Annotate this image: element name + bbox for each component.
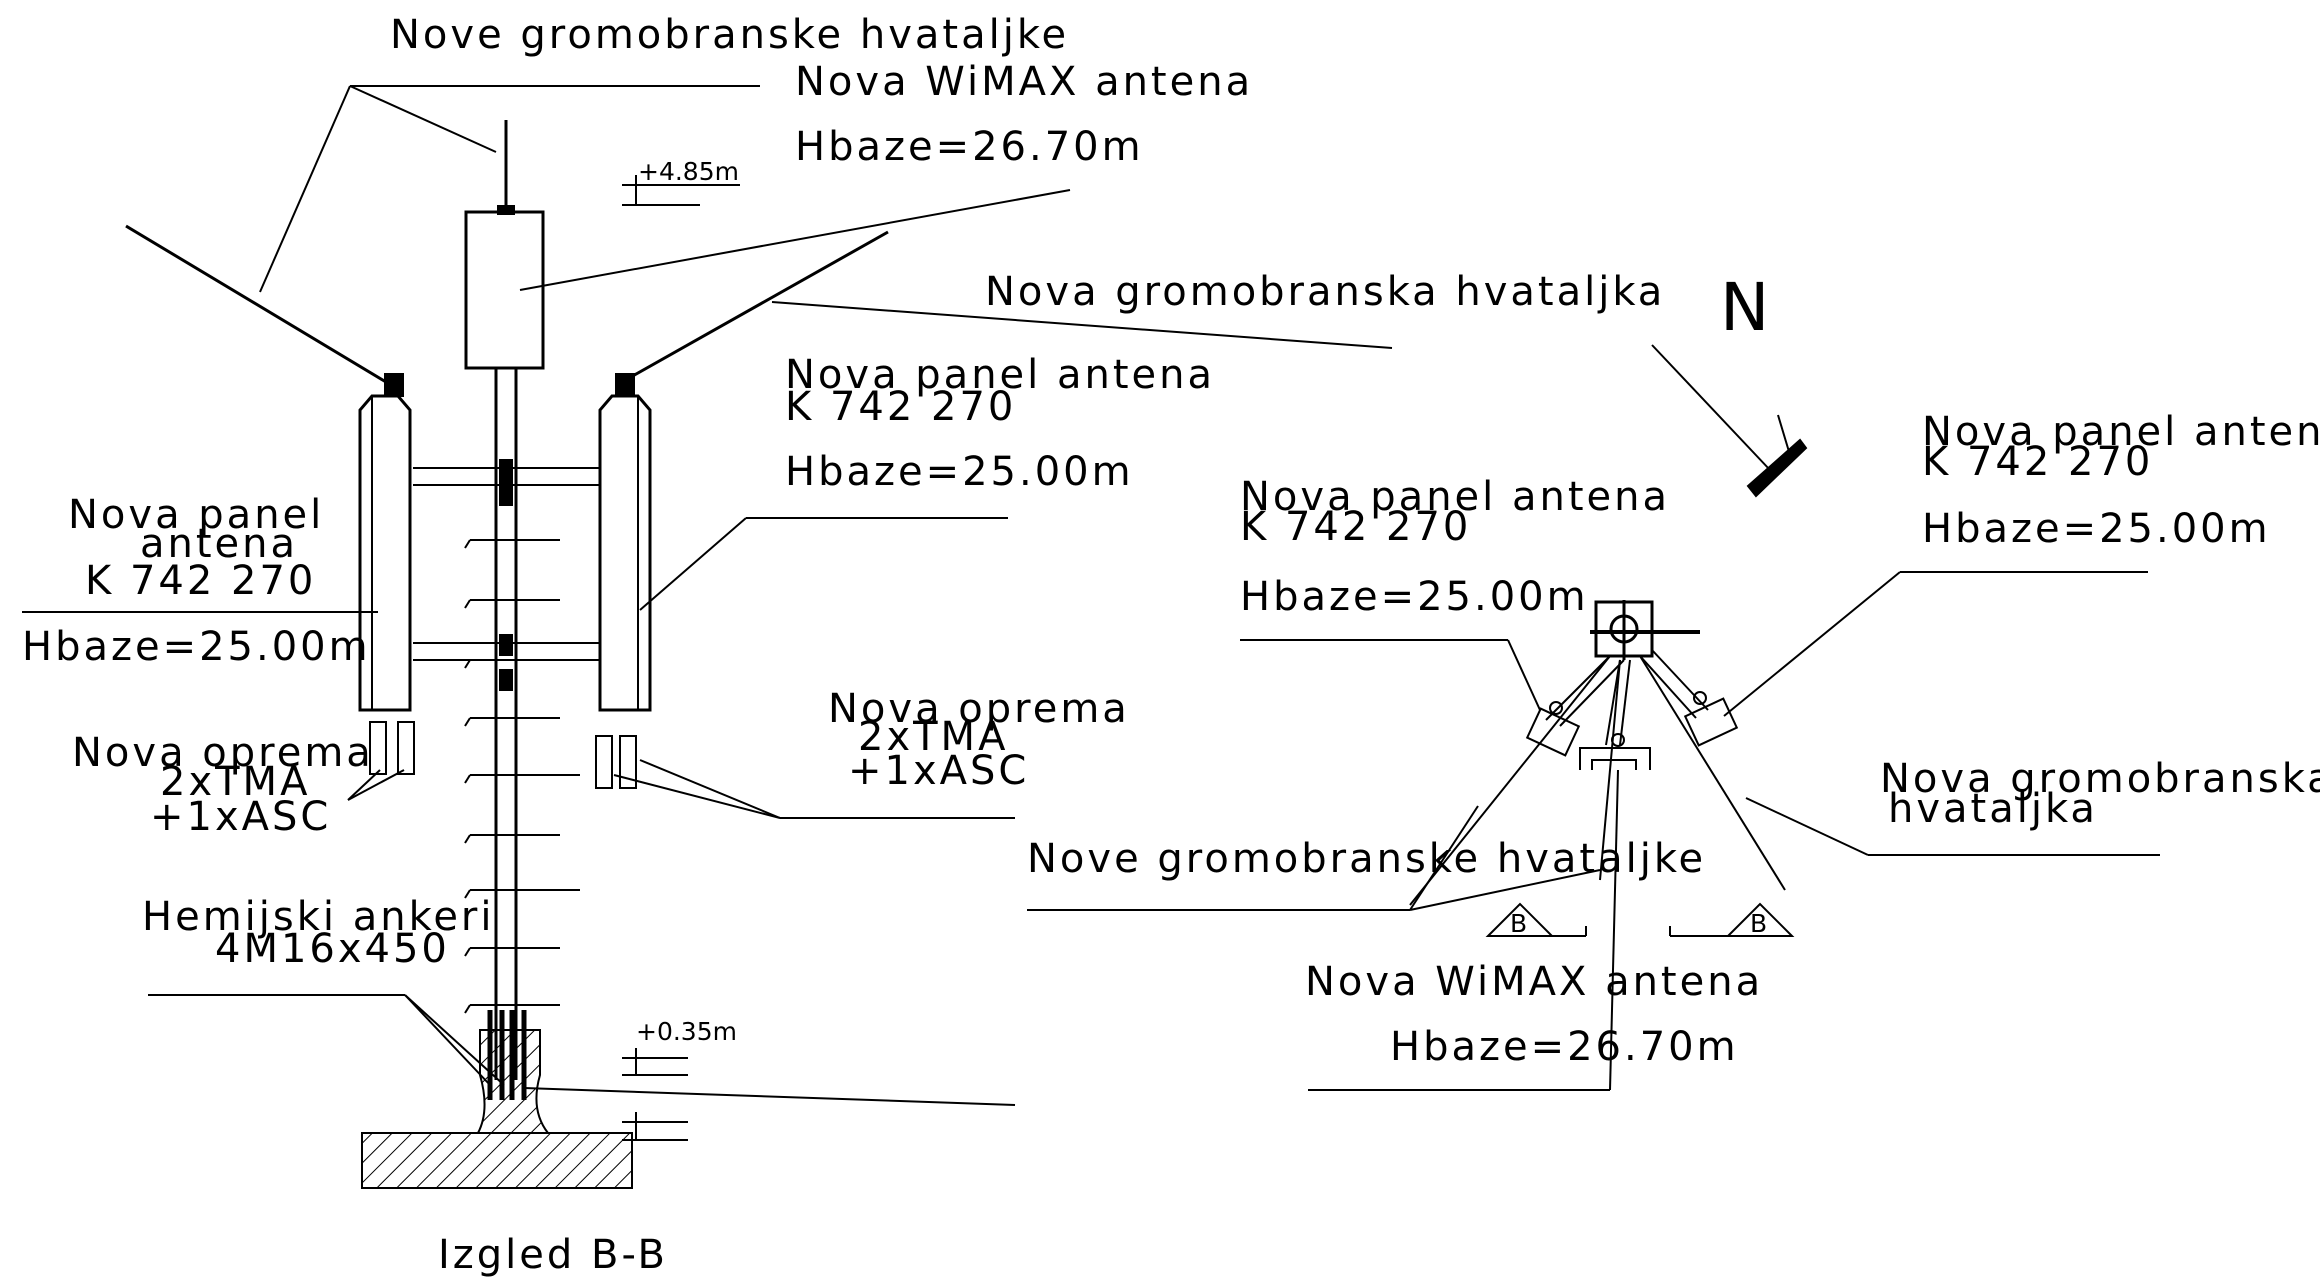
label-equip-left-3: +1xASC <box>150 794 331 840</box>
label-plan-wimax-height: Hbaze=26.70m <box>1390 1024 1739 1070</box>
north-arrow <box>1651 344 1808 498</box>
climbing-rungs <box>464 539 580 1014</box>
label-level-bottom: +0.35m <box>636 1017 737 1046</box>
label-plan-panel-a-name: Nova panel antena <box>1240 474 1670 520</box>
label-equip-right-1: Nova oprema <box>828 686 1130 732</box>
label-plan-panel-a-height: Hbaze=25.00m <box>1240 574 1589 620</box>
label-panel-left-code: K 742 270 <box>85 558 316 604</box>
label-plan-panel-b-name: Nova panel antena <box>1922 409 2320 455</box>
label-plan-panel-b-height: Hbaze=25.00m <box>1922 506 2271 552</box>
label-anchors-1: Hemijski ankeri <box>142 894 494 940</box>
label-panel-left-height: Hbaze=25.00m <box>22 624 371 670</box>
elevation-view <box>22 85 1393 1189</box>
label-wimax-antenna: Nova WiMAX antena <box>795 59 1253 105</box>
label-panel-right-name: Nova panel antena <box>785 352 1215 398</box>
right-lightning-rod <box>621 230 889 384</box>
right-panel-antenna <box>598 394 652 712</box>
label-level-top: +4.85m <box>638 157 739 186</box>
label-plan-lightning-2: hvataljka <box>1888 786 2098 832</box>
label-panel-left-line1: Nova panel <box>68 492 324 538</box>
label-panel-right-code: K 742 270 <box>785 384 1016 430</box>
label-panel-left-line2: antena <box>140 521 298 567</box>
label-north: N <box>1720 269 1769 346</box>
label-plan-wimax: Nova WiMAX antena <box>1305 959 1763 1005</box>
label-view-title: Izgled B-B <box>438 1232 668 1278</box>
section-mark-left: B <box>1510 909 1527 938</box>
label-plan-panel-a-code: K 742 270 <box>1240 504 1471 550</box>
labels: Nove gromobranske hvataljke Nova WiMAX a… <box>22 12 2320 1278</box>
label-equip-left-1: Nova oprema <box>72 730 374 776</box>
plan-view <box>1027 571 2160 1091</box>
label-anchors-2: 4M16x450 <box>215 926 450 972</box>
label-equip-right-3: +1xASC <box>848 748 1029 794</box>
left-lightning-rod <box>125 224 387 384</box>
foundation-block <box>361 1132 633 1189</box>
label-top-lightning-rods: Nove gromobranske hvataljke <box>390 12 1069 58</box>
label-plan-lightning-1: Nova gromobranska <box>1880 756 2320 802</box>
wimax-antenna-shape <box>464 210 545 370</box>
section-mark-right: B <box>1750 909 1767 938</box>
label-plan-rods: Nove gromobranske hvataljke <box>1027 836 1706 882</box>
label-wimax-height: Hbaze=26.70m <box>795 124 1144 170</box>
label-equip-right-2: 2xTMA <box>858 714 1008 760</box>
label-equip-left-2: 2xTMA <box>160 759 310 805</box>
label-panel-right-height: Hbaze=25.00m <box>785 449 1134 495</box>
label-lightning-rod: Nova gromobranska hvataljka <box>985 269 1665 315</box>
label-plan-panel-b-code: K 742 270 <box>1922 439 2153 485</box>
